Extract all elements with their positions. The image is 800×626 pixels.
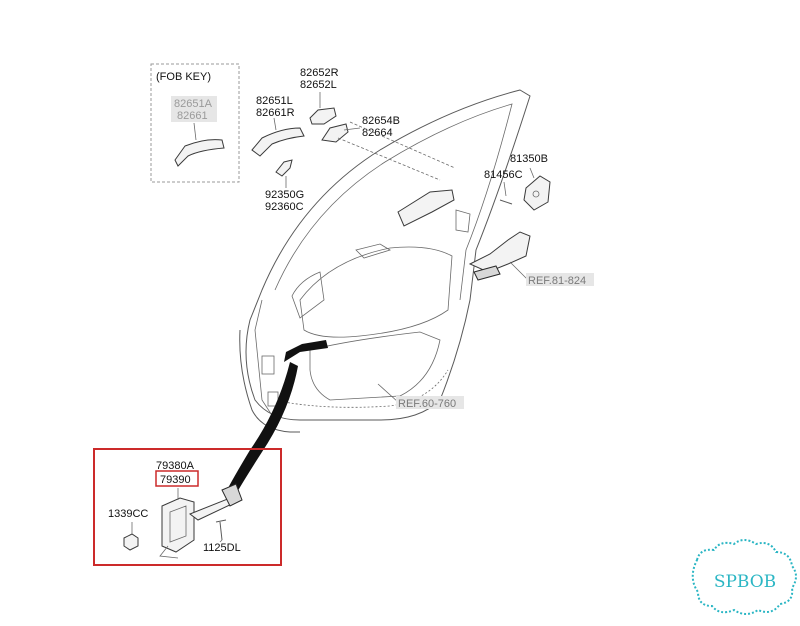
latch-mechanism (468, 231, 531, 273)
outside-handle-part (251, 127, 305, 157)
latch-bolt (532, 190, 540, 198)
inner-panel-opening-lower (309, 331, 441, 401)
label-1339CC: 1339CC (108, 508, 148, 520)
label-79380A: 79380A (156, 460, 195, 472)
label-92360C: 92360C (265, 201, 304, 213)
label-82652R: 82652R (300, 67, 339, 79)
connection-arrow (226, 362, 298, 494)
door-checker-body (161, 497, 195, 553)
watermark-text: SPBOB (714, 572, 776, 592)
inner-handle-recess (397, 189, 455, 227)
fob-key-part-1: 82651A (174, 98, 213, 110)
label-1125DL: 1125DL (203, 542, 241, 554)
label-82661R: 82661R (256, 107, 295, 119)
ref81-bg (526, 273, 594, 286)
fob-key-title: (FOB KEY) (156, 71, 211, 83)
door-hinge-inner (254, 299, 276, 421)
door-hinge-edge (239, 329, 300, 433)
guide-line-1 (337, 137, 441, 181)
label-82654B: 82654B (362, 115, 400, 127)
door-speaker-cut (355, 243, 391, 259)
leader-82651 (273, 117, 277, 131)
inner-panel-opening-upper (299, 246, 453, 338)
checker-mount-arrow (284, 340, 328, 362)
nut-1339CC (123, 533, 139, 551)
hinge-slot-upper (261, 355, 275, 375)
door-outer-outline (245, 89, 531, 421)
label-79390-highlight (155, 470, 199, 487)
leader-ref60 (377, 383, 399, 403)
label-79390[interactable]: 79390 (160, 474, 191, 486)
leader-81456C (503, 181, 507, 197)
guide-line-2 (349, 121, 456, 169)
leader-ref81 (509, 261, 529, 281)
door-checker-plate (169, 505, 187, 543)
inner-panel-hole (291, 271, 325, 319)
ref-81-824[interactable]: REF.81-824 (528, 275, 586, 287)
fob-key-part-2: 82661 (177, 110, 208, 122)
ref-60-760[interactable]: REF.60-760 (398, 398, 456, 410)
door-inner-frame (274, 103, 513, 301)
screw-81456C (499, 199, 513, 205)
detail-highlight-border (93, 448, 282, 566)
outside-handle-group: 82652R 82652L 82651L 82661R 82654B 82664… (251, 67, 456, 213)
label-81350B: 81350B (510, 153, 548, 165)
label-82651L: 82651L (256, 95, 293, 107)
handle-cap-part (309, 107, 337, 125)
gasket-part (275, 159, 293, 177)
bolt-1125DL (219, 521, 223, 541)
label-82664: 82664 (362, 127, 393, 139)
fob-leader (193, 122, 197, 141)
fob-key-box: (FOB KEY) 82651A 82661 (150, 63, 240, 183)
leader-81350B (529, 167, 535, 179)
bolt-head (215, 519, 227, 523)
leader-82654 (343, 127, 361, 131)
leader-1125DL (219, 539, 223, 543)
ref60-bg (396, 396, 464, 409)
label-92350G: 92350G (265, 189, 304, 201)
fob-handle-part (174, 139, 225, 167)
detail-box: 79380A 79390 1339CC 1125DL (93, 448, 282, 566)
door-checker-stopper (221, 483, 243, 507)
latch-part (523, 175, 551, 211)
watermark-cloud-outline (691, 539, 797, 615)
latch-group: 81350B 81456C REF.81-824 (468, 153, 594, 287)
door-panel (239, 89, 531, 433)
watermark-badge: SPBOB (691, 539, 797, 615)
base-cover-part (321, 123, 349, 143)
ref60-group: REF.60-760 (377, 383, 464, 410)
latch-rod (473, 265, 501, 281)
latch-cutout (455, 209, 471, 233)
checker-bottom-mount (159, 545, 179, 559)
label-82652L: 82652L (300, 79, 337, 91)
fob-key-border (150, 63, 240, 183)
label-81456C: 81456C (484, 169, 523, 181)
fob-key-label-bg (171, 96, 217, 122)
